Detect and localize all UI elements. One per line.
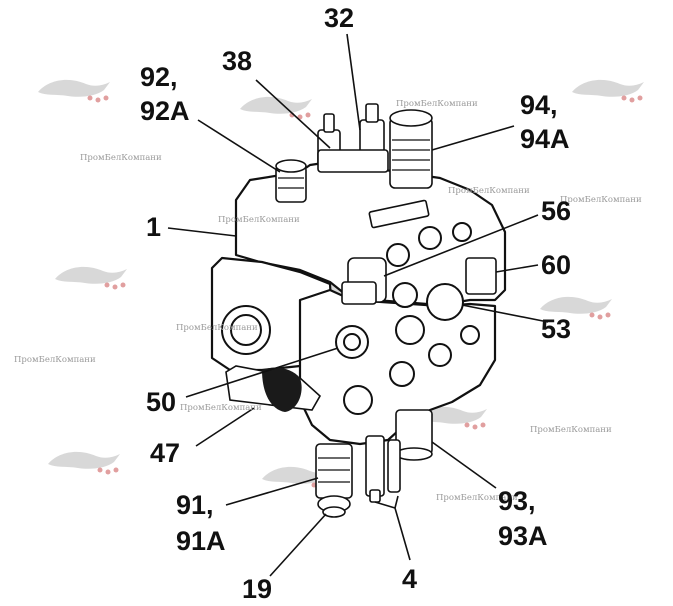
spool-4-end <box>369 489 381 503</box>
bracket-slot <box>262 367 302 412</box>
watermark-text: ПромБелКомпани <box>396 99 478 109</box>
leader-91 <box>225 477 319 506</box>
watermark-text: ПромБелКомпани <box>14 355 96 365</box>
watermark-text: ПромБелКомпани <box>176 323 258 333</box>
watermark-logo <box>540 296 612 320</box>
leader-50 <box>185 347 339 398</box>
callout-50: 50 <box>146 387 176 417</box>
watermark-logo <box>48 451 120 475</box>
leader-53 <box>461 304 549 323</box>
plug-53 <box>426 283 464 321</box>
fitting-91 <box>315 443 353 499</box>
connector-38-pin <box>323 113 335 133</box>
leader-lines <box>167 33 549 577</box>
work-port <box>389 361 415 387</box>
cartridge-56-cap <box>341 281 377 305</box>
callout-labels: 32 38 92, 92A 94, 94A 1 56 60 53 50 47 9… <box>140 3 571 604</box>
spool-4-sleeve <box>387 439 401 493</box>
fitting-93-bottom <box>395 447 433 461</box>
callout-47: 47 <box>150 438 180 468</box>
watermark-text: ПромБелКомпани <box>436 493 518 503</box>
watermark-logo <box>415 406 487 430</box>
callout-93-line1: 93, <box>498 486 536 516</box>
terminal-block <box>317 149 389 173</box>
watermark-text: ПромБелКомпани <box>448 186 530 196</box>
plug-50-inner <box>343 333 361 351</box>
inlet-port-inner <box>230 314 262 346</box>
cartridge-56-nut <box>392 282 418 308</box>
callout-4: 4 <box>402 564 417 594</box>
watermark-logo <box>55 266 127 290</box>
name-plate <box>368 199 430 229</box>
leader-38 <box>255 79 331 149</box>
leader-56 <box>383 214 539 277</box>
callout-93-line2: 93A <box>498 521 548 551</box>
leader-4 <box>374 495 411 561</box>
callout-94-line2: 94A <box>520 124 570 154</box>
watermark-text: ПромБелКомпани <box>180 403 262 413</box>
work-port <box>460 325 480 345</box>
leader-60 <box>495 264 539 273</box>
callout-1: 1 <box>146 212 161 242</box>
callout-19: 19 <box>242 574 272 604</box>
callout-56: 56 <box>541 196 571 226</box>
callout-92-line2: 92A <box>140 96 190 126</box>
callout-94-line1: 94, <box>520 90 558 120</box>
watermark-text: ПромБелКомпани <box>530 425 612 435</box>
valve-assembly <box>210 103 507 518</box>
callout-92-line1: 92, <box>140 62 178 92</box>
callout-38: 38 <box>222 46 252 76</box>
plug-aux <box>395 315 425 345</box>
spool-4 <box>365 435 385 497</box>
leader-19 <box>269 513 327 577</box>
watermark-logo <box>240 96 312 120</box>
work-port <box>343 385 373 415</box>
watermark-text: ПромБелКомпани <box>80 153 162 163</box>
connector-32-pin <box>365 103 379 123</box>
fitting-94-top <box>389 109 433 127</box>
leader-1 <box>167 227 237 237</box>
work-port <box>428 343 452 367</box>
watermark-logo <box>38 79 110 103</box>
leader-93 <box>431 441 497 489</box>
seal-19 <box>322 506 346 518</box>
callout-60: 60 <box>541 250 571 280</box>
callout-91-line2: 91A <box>176 526 226 556</box>
watermark-texts: ПромБелКомпани ПромБелКомпани ПромБелКом… <box>14 99 642 503</box>
callout-53: 53 <box>541 314 571 344</box>
watermark-text: ПромБелКомпани <box>560 195 642 205</box>
work-port <box>418 226 442 250</box>
callout-91-line1: 91, <box>176 490 214 520</box>
leader-92 <box>197 119 281 173</box>
leader-32 <box>346 33 361 131</box>
leader-94 <box>431 125 515 151</box>
leader-47 <box>195 407 255 447</box>
watermark-logo <box>572 79 644 103</box>
work-port <box>452 222 472 242</box>
cover-60 <box>465 257 497 295</box>
work-port <box>386 243 410 267</box>
fitting-94 <box>389 117 433 189</box>
callout-32: 32 <box>324 3 354 33</box>
fitting-92-top <box>275 159 307 173</box>
watermark-text: ПромБелКомпани <box>218 215 300 225</box>
